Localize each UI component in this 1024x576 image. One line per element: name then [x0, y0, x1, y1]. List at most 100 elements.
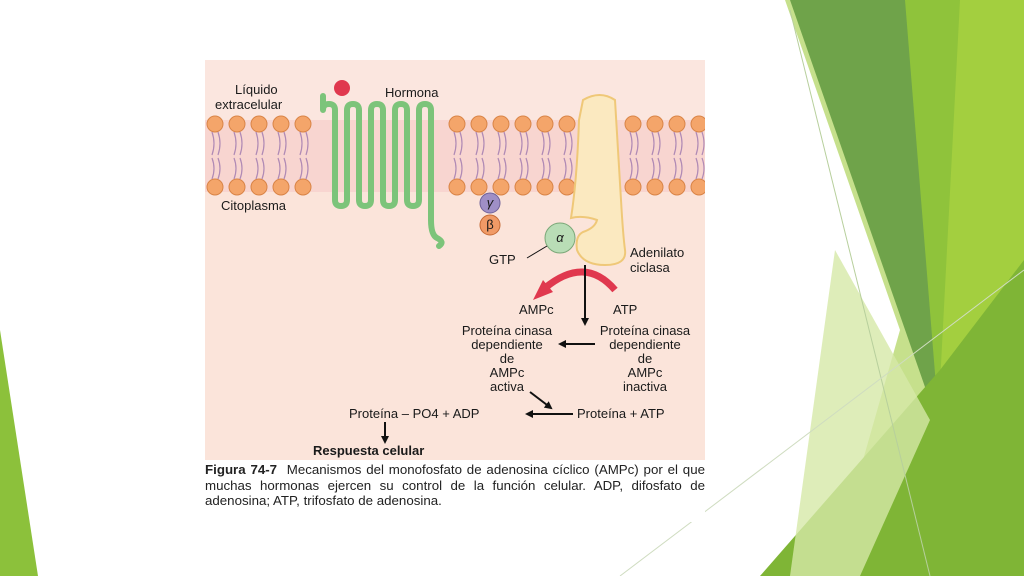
- lipid-tail: [299, 131, 303, 156]
- caption-text: Mecanismos del monofosfato de adenosina …: [205, 462, 705, 508]
- lipid-head: [294, 115, 312, 133]
- lipid-head: [492, 178, 510, 196]
- figure-panel: Líquido extracelular Hormona Citoplasma …: [205, 60, 705, 522]
- lipid-tail: [569, 131, 573, 156]
- lipid-tail: [283, 157, 287, 180]
- lipid-tail: [239, 157, 243, 180]
- cytoplasm-label: Citoplasma: [221, 198, 287, 213]
- lipid-tail: [211, 157, 215, 180]
- lipid-tail: [305, 157, 309, 180]
- lipid-head: [272, 178, 290, 196]
- lipid-head: [294, 178, 312, 196]
- atp-to-ampc-arrow: [542, 268, 618, 293]
- lipid-head: [228, 178, 246, 196]
- right-pale-green-shape: [790, 250, 930, 576]
- lipid-tail: [673, 157, 677, 180]
- lipid-tail: [679, 157, 683, 180]
- lipid-tail: [695, 131, 699, 156]
- lipid-tail: [211, 131, 215, 156]
- pk-inactive-line1: Proteína cinasa: [600, 323, 691, 338]
- right-mid-green-shape: [790, 0, 940, 430]
- hormone-molecule: [334, 80, 350, 96]
- lipid-tail: [277, 131, 281, 156]
- lipid-head: [514, 178, 532, 196]
- lipid-tail: [525, 131, 529, 156]
- lipid-tail: [519, 157, 523, 180]
- camp-mechanism-diagram: Líquido extracelular Hormona Citoplasma …: [205, 60, 705, 460]
- lipid-tail: [475, 157, 479, 180]
- lipid-head: [228, 115, 246, 133]
- hormone-label: Hormona: [385, 85, 439, 100]
- gamma-subunit: [479, 192, 501, 214]
- lipid-tail: [481, 157, 485, 180]
- right-lower-green-shape: [760, 260, 1024, 576]
- lipid-tail: [277, 157, 281, 180]
- lipid-tail: [261, 131, 265, 156]
- lipid-tail: [673, 131, 677, 156]
- lipid-tail: [497, 157, 501, 180]
- lipid-tail: [547, 157, 551, 180]
- lipid-tail: [217, 157, 221, 180]
- lipid-tail: [701, 157, 705, 180]
- lipid-head: [536, 115, 554, 133]
- lipid-tail: [657, 131, 661, 156]
- alpha-label: α: [556, 230, 564, 245]
- alpha-subunit: [544, 222, 576, 254]
- lipid-tail: [635, 131, 639, 156]
- pk-inactive-line2: dependiente: [609, 337, 681, 352]
- pk-inactive-line4: AMPc: [628, 365, 663, 380]
- ampc-label: AMPc: [519, 302, 554, 317]
- extracellular-label-line1: Líquido: [235, 82, 278, 97]
- adenylate-cyclase-label-line2: ciclasa: [630, 260, 671, 275]
- lipid-tail: [481, 131, 485, 156]
- lipid-tail: [651, 157, 655, 180]
- pk-active-line2: dependiente: [471, 337, 543, 352]
- lipid-tail: [497, 131, 501, 156]
- lipid-tail: [563, 131, 567, 156]
- pk-active-line3: de: [500, 351, 514, 366]
- lipid-tail: [701, 131, 705, 156]
- lipid-head: [206, 115, 224, 133]
- extracellular-region: [205, 60, 705, 120]
- thin-line-2: [619, 269, 1024, 576]
- lipid-head: [536, 178, 554, 196]
- pk-inactive-line3: de: [638, 351, 652, 366]
- lipid-tail: [475, 131, 479, 156]
- lipid-tail: [283, 131, 287, 156]
- lipid-head: [558, 178, 576, 196]
- figure-number: Figura 74-7: [205, 462, 278, 477]
- lipid-head: [558, 115, 576, 133]
- thin-line-1: [789, 9, 931, 576]
- lipid-head: [250, 178, 268, 196]
- lipid-tail: [547, 131, 551, 156]
- gtp-label: GTP: [489, 252, 516, 267]
- lipid-tail: [233, 157, 237, 180]
- lipid-tail: [503, 157, 507, 180]
- lipid-head: [448, 178, 466, 196]
- lipid-head: [646, 115, 664, 133]
- lipid-tail: [217, 131, 221, 156]
- lipid-tail: [563, 157, 567, 180]
- lipid-tail: [459, 131, 463, 156]
- lipid-tail: [541, 131, 545, 156]
- lipid-head: [448, 115, 466, 133]
- lipid-tail: [255, 157, 259, 180]
- lipid-tail: [255, 131, 259, 156]
- figure-caption: Figura 74-7 Mecanismos del monofosfato d…: [205, 462, 705, 509]
- gamma-label: γ: [487, 195, 495, 210]
- cellular-response-label: Respuesta celular: [313, 443, 424, 458]
- lipid-tail: [635, 157, 639, 180]
- protein-po4-label: Proteína – PO4 + ADP: [349, 406, 479, 421]
- atp-to-ampc-arrowhead: [533, 280, 553, 300]
- lipid-head: [646, 178, 664, 196]
- pk-active-line5: activa: [490, 379, 525, 394]
- lipid-tail: [299, 157, 303, 180]
- extracellular-label-line2: extracelular: [215, 97, 283, 112]
- lipid-head: [470, 178, 488, 196]
- lipid-tail: [305, 131, 309, 156]
- lipid-tail: [695, 157, 699, 180]
- lipid-tail: [459, 157, 463, 180]
- lipid-head: [272, 115, 290, 133]
- lipid-tail: [519, 131, 523, 156]
